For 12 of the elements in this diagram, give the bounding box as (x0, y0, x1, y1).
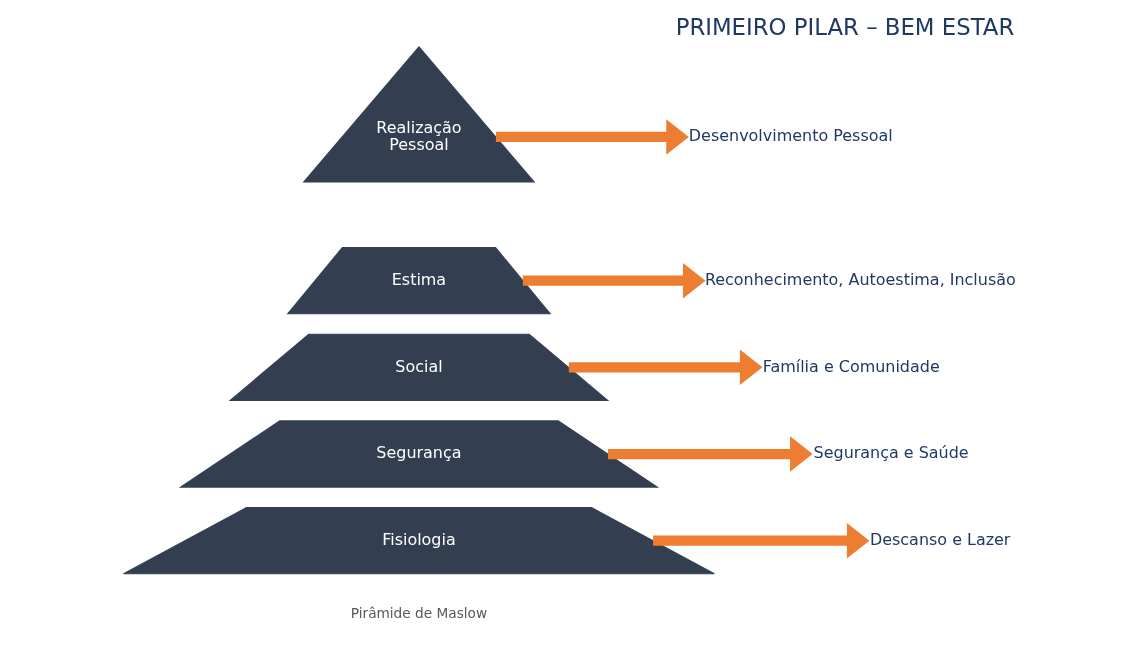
diagram-title: PRIMEIRO PILAR – BEM ESTAR (675, 14, 1014, 41)
arrow (495, 119, 689, 155)
node-text: Segurança e Saúde (813, 443, 969, 463)
arrow (568, 349, 762, 386)
arrow (652, 522, 869, 559)
node-text: Família e Comunidade (762, 356, 940, 376)
node-text: Desenvolvimento Pessoal (688, 126, 893, 146)
node-text: Reconhecimento, Autoestima, Inclusão (704, 269, 1016, 289)
arrow (607, 436, 813, 472)
node-text: Descanso e Lazer (869, 529, 1010, 549)
arrow (522, 262, 705, 299)
caption: Pirâmide de Maslow (350, 605, 487, 622)
